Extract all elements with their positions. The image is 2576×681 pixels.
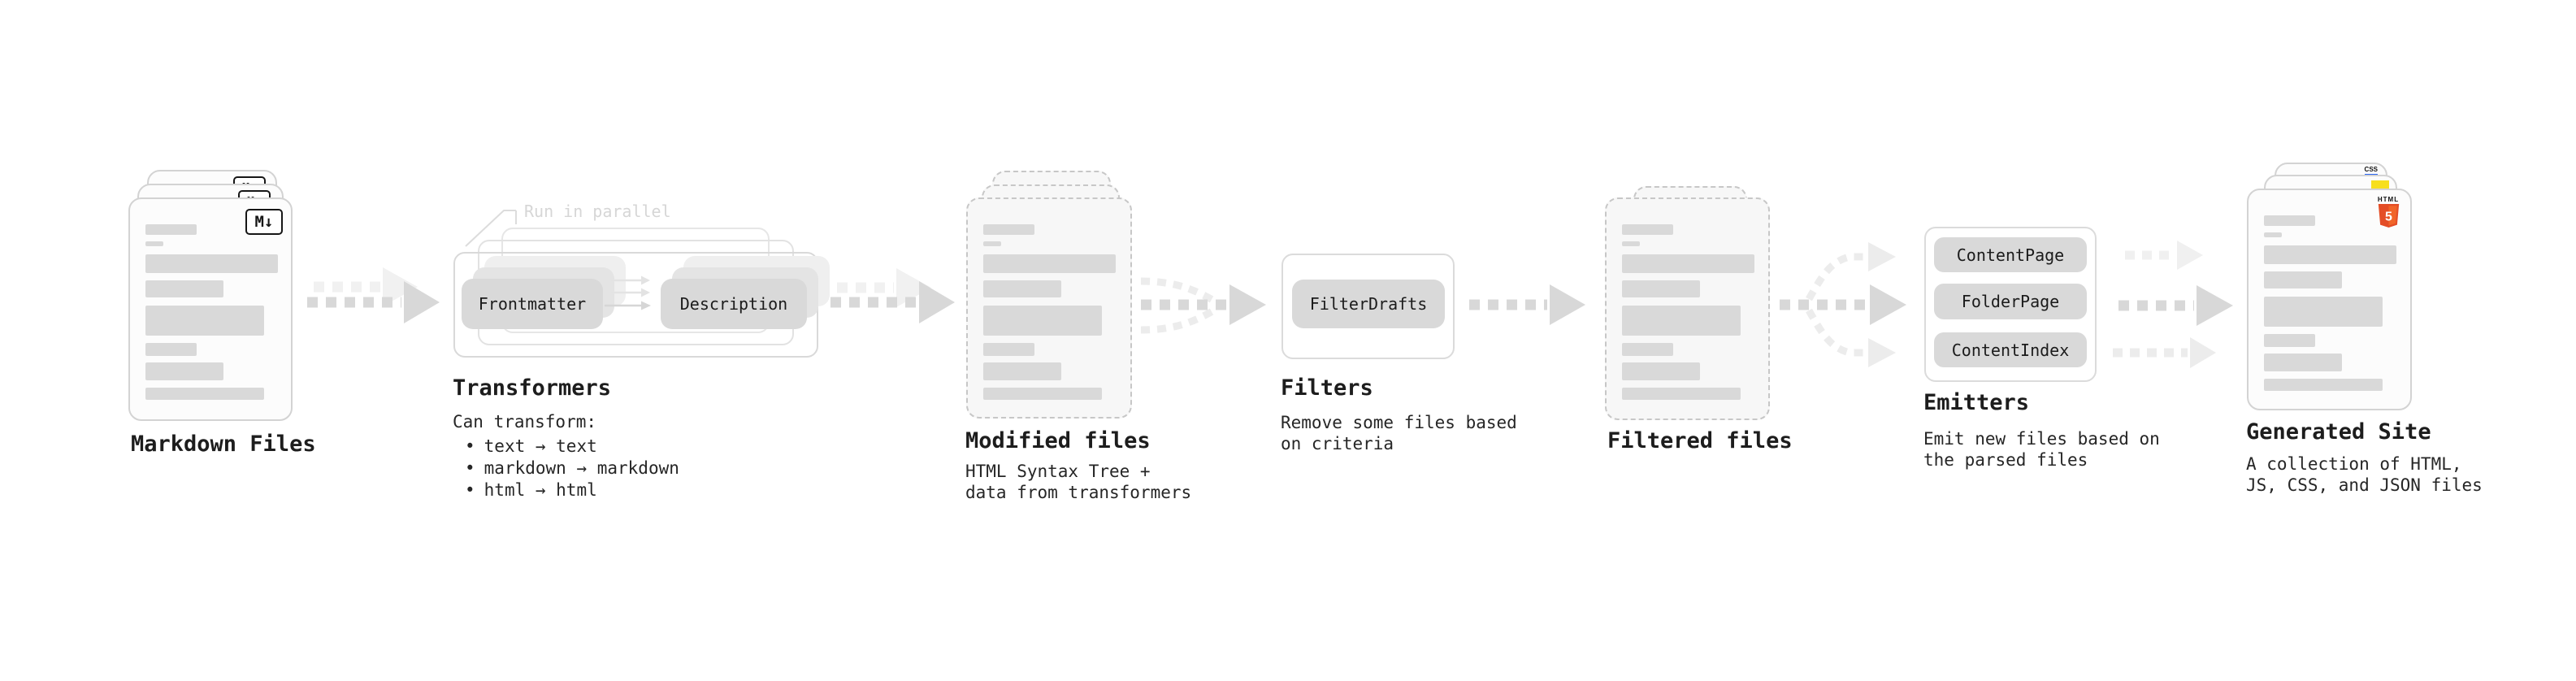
arrow-transformers-to-modified: [830, 281, 955, 323]
arrow-modified-to-filters-branches: [1140, 277, 1215, 334]
stage-title-generated-site: Generated Site: [2246, 419, 2431, 445]
emitters-desc-line1: Emit new files based on: [1923, 429, 2160, 449]
stage-title-filters: Filters: [1281, 375, 1373, 401]
arrow-filtered-to-emitters-branch-top: [1806, 242, 1896, 301]
arrow-markdown-to-transformers-ghost: [314, 267, 418, 306]
emitter-pill-folderpage: FolderPage: [1934, 284, 2087, 319]
placeholder-text-bar: [2264, 354, 2342, 371]
placeholder-text-bar: [1622, 388, 1741, 400]
transformer-pill-description: Description: [661, 279, 807, 329]
arrow-transformers-to-modified-ghost: [837, 268, 931, 307]
placeholder-text-bar: [145, 254, 278, 273]
placeholder-text-bar: [145, 343, 197, 356]
modified-desc-line1: HTML Syntax Tree +: [965, 462, 1151, 481]
bullet-text: text → text: [484, 436, 597, 456]
arrow-filters-to-filtered: [1469, 284, 1585, 325]
placeholder-text-bar: [2264, 245, 2396, 264]
bullet-text: html → html: [484, 480, 597, 500]
transform-bullet-item: • text → text: [465, 436, 597, 456]
filtered-file-card-front: [1605, 197, 1770, 420]
placeholder-text-bar: [983, 343, 1034, 356]
transformer-pill-frontmatter: Frontmatter: [462, 279, 603, 329]
transform-bullet-item: • html → html: [465, 480, 597, 500]
placeholder-text-bar: [2264, 215, 2315, 226]
svg-text:5: 5: [2385, 210, 2392, 224]
placeholder-text-bar: [1622, 254, 1754, 273]
placeholder-text-bar: [1622, 224, 1673, 235]
filters-desc-line2: on criteria: [1281, 434, 1394, 453]
placeholder-text-bar: [983, 224, 1034, 235]
bullet-text: markdown → markdown: [484, 458, 679, 478]
site-desc-line1: A collection of HTML,: [2246, 454, 2462, 474]
filter-pill-filterdrafts: FilterDrafts: [1292, 280, 1445, 328]
arrow-emitters-to-site: [2118, 285, 2233, 326]
html5-label: HTML: [2377, 196, 2400, 203]
emitters-desc-line2: the parsed files: [1923, 450, 2088, 470]
placeholder-text-bar: [1622, 343, 1673, 356]
placeholder-text-bar: [145, 241, 163, 246]
placeholder-text-bar: [145, 306, 264, 336]
bullet-icon: •: [465, 436, 475, 456]
placeholder-text-bar: [1622, 280, 1700, 297]
modified-file-card-front: [966, 197, 1132, 419]
arrow-emitters-to-site-top: [2125, 241, 2203, 270]
stage-title-emitters: Emitters: [1923, 390, 2030, 415]
stage-title-transformers: Transformers: [453, 375, 612, 401]
placeholder-text-bar: [1622, 306, 1741, 336]
arrow-markdown-to-transformers: [307, 281, 440, 323]
bullet-icon: •: [465, 458, 475, 478]
modified-desc-line2: data from transformers: [965, 483, 1192, 502]
placeholder-text-bar: [983, 254, 1116, 273]
arrow-emitters-to-site-bottom: [2113, 337, 2216, 368]
bullet-icon: •: [465, 480, 475, 500]
placeholder-text-bar: [2264, 232, 2282, 237]
placeholder-text-bar: [1622, 241, 1640, 246]
transformers-subtitle: Can transform:: [453, 412, 597, 432]
markdown-file-card-front: M↓: [128, 197, 293, 421]
placeholder-text-bar: [2264, 297, 2383, 327]
site-file-card-html: HTML 5: [2247, 189, 2412, 410]
placeholder-text-bar: [145, 362, 223, 380]
html5-shield: 5: [2378, 204, 2399, 228]
run-in-parallel-annotation: Run in parallel: [524, 202, 671, 221]
placeholder-text-bar: [983, 241, 1001, 246]
arrow-filtered-to-emitters: [1780, 284, 1906, 325]
placeholder-text-bar: [983, 280, 1061, 297]
site-desc-line2: JS, CSS, and JSON files: [2246, 475, 2483, 495]
placeholder-text-bar: [983, 388, 1102, 400]
arrow-modified-to-filters: [1141, 284, 1266, 325]
arrow-filtered-to-emitters-branch-bottom: [1806, 308, 1896, 367]
css-label: CSS: [2364, 166, 2378, 173]
placeholder-text-bar: [145, 224, 197, 235]
placeholder-text-bar: [145, 280, 223, 297]
placeholder-text-bar: [2264, 379, 2383, 391]
placeholder-text-bar: [1622, 362, 1700, 380]
emitter-pill-contentindex: ContentIndex: [1934, 332, 2087, 367]
stage-title-markdown-files: Markdown Files: [131, 432, 316, 457]
html5-icon: HTML 5: [2376, 196, 2400, 228]
placeholder-text-bar: [145, 388, 264, 400]
stage-title-modified-files: Modified files: [965, 428, 1151, 453]
stage-title-filtered-files: Filtered files: [1607, 428, 1793, 453]
js-icon: [2371, 180, 2389, 189]
placeholder-text-bar: [2264, 334, 2315, 347]
filters-desc-line1: Remove some files based: [1281, 413, 1517, 432]
placeholder-text-bar: [983, 362, 1061, 380]
transform-bullet-item: • markdown → markdown: [465, 458, 679, 478]
emitter-pill-contentpage: ContentPage: [1934, 237, 2087, 272]
placeholder-text-bar: [983, 306, 1102, 336]
placeholder-text-bar: [2264, 271, 2342, 288]
markdown-badge-icon: M↓: [245, 209, 283, 235]
